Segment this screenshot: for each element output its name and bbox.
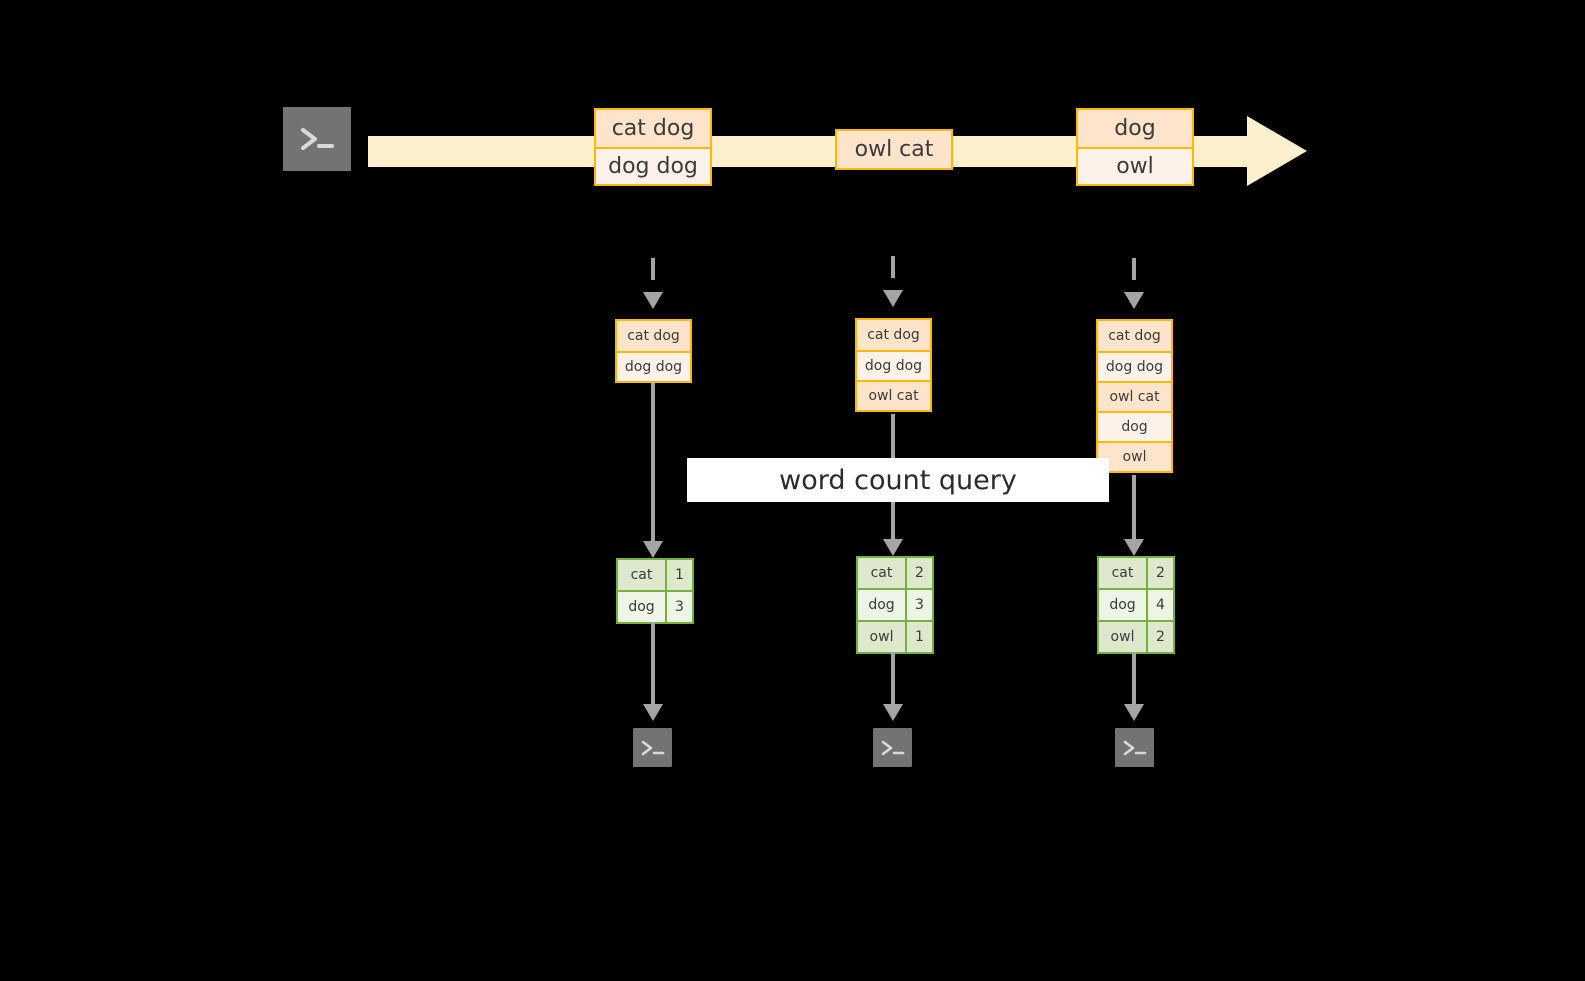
query-arrowhead-2-icon [883,539,903,556]
trigger-arrowhead-3-icon [1124,292,1144,309]
snapshot-row: dog dog [857,350,930,380]
result-count: 1 [665,560,692,590]
result-row: dog 3 [618,590,692,622]
sink-arrowhead-1-icon [643,704,663,721]
snapshot-row: dog dog [1098,351,1171,381]
stream-record-3: dog owl [1076,108,1194,186]
result-word: dog [618,592,665,622]
result-table-3: cat 2 dog 4 owl 2 [1097,556,1175,654]
result-row: owl 1 [858,620,932,652]
trigger-arrowhead-1-icon [643,292,663,309]
terminal-prompt-glyph [283,107,351,171]
stream-record-line: owl cat [837,131,951,168]
result-count: 2 [1146,622,1173,652]
result-word: owl [858,622,905,652]
query-label: word count query [687,458,1109,502]
stream-record-1: cat dog dog dog [594,108,712,186]
result-count: 3 [665,592,692,622]
result-word: cat [858,558,905,588]
query-arrowhead-1-icon [643,541,663,558]
result-word: dog [1099,590,1146,620]
result-row: cat 2 [1099,558,1173,588]
result-count: 2 [905,558,932,588]
snapshot-row: owl cat [857,380,930,410]
result-row: cat 2 [858,558,932,588]
sink-connector-3 [1132,652,1136,704]
stream-record-line: dog [1078,110,1192,147]
terminal-prompt-glyph [873,728,912,767]
stream-record-line: dog dog [596,147,710,184]
sink-connector-1 [651,622,655,704]
stream-record-2: owl cat [835,129,953,170]
snapshot-row: cat dog [617,321,690,351]
result-row: dog 4 [1099,588,1173,620]
result-count: 1 [905,622,932,652]
query-connector-1 [651,383,655,541]
stream-record-line: cat dog [596,110,710,147]
snapshot-row: dog dog [617,351,690,381]
sink-terminal-icon-3 [1106,719,1163,776]
source-terminal-icon [274,98,360,180]
sink-terminal-icon-2 [864,719,921,776]
snapshot-row: dog [1098,411,1171,441]
query-arrowhead-3-icon [1124,539,1144,556]
result-row: dog 3 [858,588,932,620]
snapshot-table-3: cat dog dog dog owl cat dog owl [1096,319,1173,473]
result-count: 3 [905,590,932,620]
result-row: cat 1 [618,560,692,590]
result-word: cat [618,560,665,590]
result-count: 2 [1146,558,1173,588]
result-table-1: cat 1 dog 3 [616,558,694,624]
terminal-prompt-glyph [633,728,672,767]
sink-arrowhead-3-icon [1124,704,1144,721]
snapshot-row: cat dog [857,320,930,350]
sink-arrowhead-2-icon [883,704,903,721]
stream-record-line: owl [1078,147,1192,184]
result-word: dog [858,590,905,620]
trigger-connector-3 [1132,258,1136,292]
sink-terminal-icon-1 [624,719,681,776]
trigger-arrowhead-2-icon [883,290,903,307]
snapshot-row: cat dog [1098,321,1171,351]
sink-connector-2 [891,652,895,704]
snapshot-row: owl [1098,441,1171,471]
trigger-connector-1 [651,258,655,292]
result-row: owl 2 [1099,620,1173,652]
snapshot-table-2: cat dog dog dog owl cat [855,318,932,412]
result-table-2: cat 2 dog 3 owl 1 [856,556,934,654]
snapshot-table-1: cat dog dog dog [615,319,692,383]
stream-arrowhead-icon [1247,116,1307,186]
result-count: 4 [1146,590,1173,620]
terminal-prompt-glyph [1115,728,1154,767]
result-word: owl [1099,622,1146,652]
trigger-connector-2 [891,256,895,290]
snapshot-row: owl cat [1098,381,1171,411]
query-connector-3 [1132,475,1136,539]
result-word: cat [1099,558,1146,588]
